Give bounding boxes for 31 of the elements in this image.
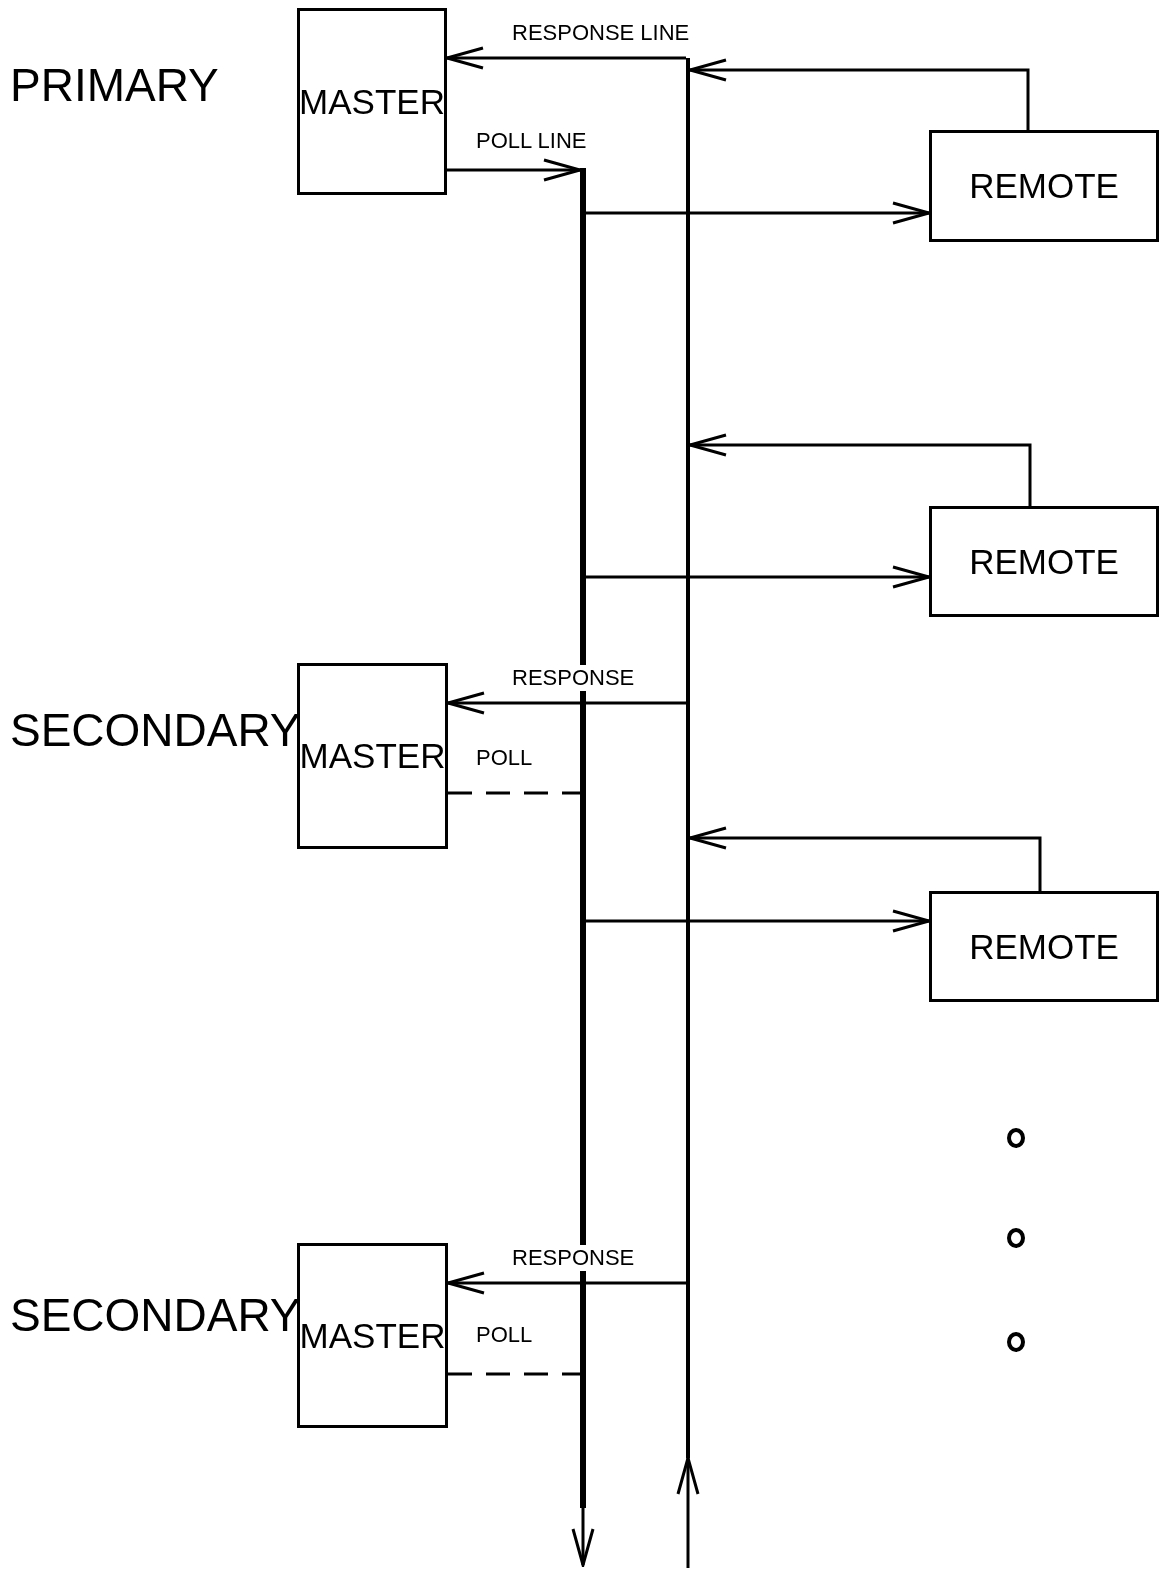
unit-name: REMOTE bbox=[969, 166, 1119, 206]
unit-name: MASTER bbox=[299, 1315, 446, 1356]
unit-box bbox=[929, 130, 1159, 242]
edge-label: RESPONSE bbox=[510, 665, 637, 691]
arrow bbox=[688, 433, 1032, 506]
arrow bbox=[586, 909, 931, 933]
arrow bbox=[447, 158, 582, 182]
arrow bbox=[446, 1271, 686, 1295]
unit-name: MASTER bbox=[299, 81, 445, 122]
arrow bbox=[586, 565, 931, 589]
unit-name: MASTER bbox=[299, 736, 446, 776]
arrow bbox=[688, 58, 1030, 130]
arrow bbox=[586, 201, 931, 225]
role-label: SECONDARY bbox=[10, 703, 301, 757]
edge-label: RESPONSE bbox=[510, 1245, 637, 1271]
unit-box bbox=[929, 891, 1159, 1002]
unit-box bbox=[297, 8, 447, 195]
arrow bbox=[446, 691, 686, 715]
role-label: SECONDARY bbox=[10, 1288, 301, 1342]
arrow bbox=[688, 826, 1042, 891]
arrow bbox=[445, 46, 686, 70]
unit-box bbox=[297, 1243, 448, 1428]
unit-name: REMOTE bbox=[969, 541, 1119, 582]
unit-box bbox=[929, 506, 1159, 617]
connector-line bbox=[448, 1372, 580, 1376]
connector-line bbox=[448, 791, 580, 795]
arrow bbox=[676, 1456, 700, 1568]
role-label: PRIMARY bbox=[10, 58, 219, 112]
unit-box bbox=[297, 663, 448, 849]
unit-name: REMOTE bbox=[969, 926, 1119, 967]
arrow bbox=[571, 1508, 595, 1567]
